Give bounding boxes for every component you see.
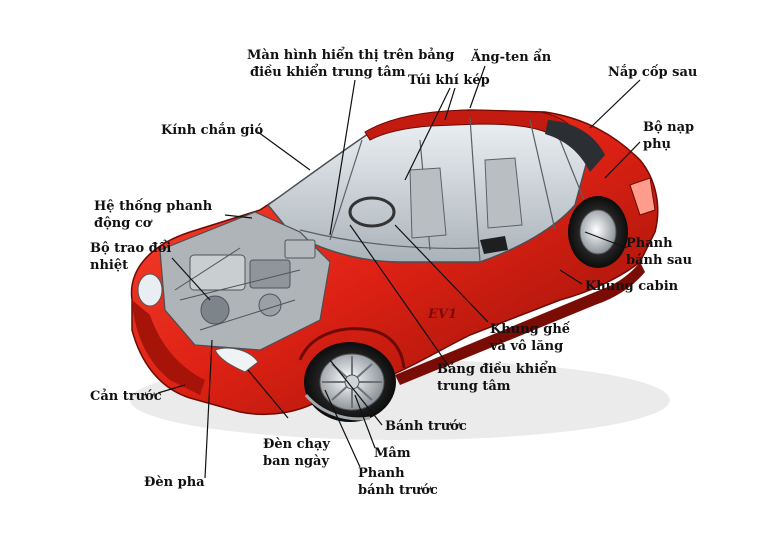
drl-shape	[214, 347, 259, 373]
label-hidden-antenna: Ăng-ten ẩn	[470, 48, 552, 65]
label-headlight: Đèn pha	[144, 475, 205, 490]
cabin-frame-lines	[299, 117, 601, 263]
label-rear-brake-line1: Phanh	[626, 236, 673, 251]
label-display-screen-line1: Màn hình hiển thị trên bảng	[247, 47, 454, 63]
label-front-brake-line1: Phanh	[358, 466, 405, 481]
headlight-shape	[137, 273, 163, 307]
label-display-screen-line2: điều khiển trung tâm	[250, 64, 406, 80]
front-wheel	[304, 342, 396, 422]
side-skirt	[395, 262, 645, 385]
leader-lines	[157, 65, 641, 479]
tail-light	[629, 177, 656, 216]
label-engine-brake-line1: Hệ thống phanh	[94, 198, 213, 214]
label-heat-exchanger-line1: Bộ trao đổi	[90, 240, 171, 256]
label-front-brake-line2: bánh trước	[358, 483, 438, 498]
label-rim: Mâm	[374, 446, 411, 461]
label-front-bumper: Cản trước	[90, 388, 162, 404]
label-windshield: Kính chắn gió	[161, 122, 263, 138]
label-front-wheel: Bánh trước	[385, 419, 467, 434]
label-engine-brake-line2: động cơ	[94, 216, 153, 231]
label-airbags: Túi khí kép	[408, 73, 490, 88]
label-center-dash-line2: trung tâm	[437, 379, 511, 394]
label-seat-frame-line1: Khung ghế	[490, 321, 571, 337]
seats	[409, 157, 523, 239]
rear-wheel	[568, 196, 628, 268]
engine-components	[174, 239, 316, 331]
front-nose	[132, 300, 205, 395]
label-cabin-frame: Khung cabin	[585, 279, 679, 294]
rear-glass	[545, 120, 605, 172]
car-illustration: EV1	[130, 109, 670, 440]
label-trunk-lid: Nắp cốp sau	[608, 64, 697, 80]
steering-wheel	[348, 196, 396, 228]
car-badge: EV1	[427, 307, 457, 322]
label-seat-frame-line2: và vô lăng	[489, 339, 563, 354]
side-mirror	[480, 236, 508, 254]
label-charger-line1: Bộ nạp	[643, 120, 694, 135]
label-drl-line1: Đèn chạy	[263, 437, 330, 452]
label-heat-exchanger-line2: nhiệt	[90, 258, 128, 273]
front-wheel-arch	[298, 327, 406, 369]
label-charger-line2: phụ	[643, 137, 671, 152]
label-center-dash-line1: Bảng điều khiển	[437, 361, 557, 377]
label-drl-line2: ban ngày	[263, 454, 329, 469]
labels: Màn hình hiển thị trên bảng điều khiển t…	[90, 47, 697, 498]
label-rear-brake-line2: bánh sau	[626, 253, 692, 268]
